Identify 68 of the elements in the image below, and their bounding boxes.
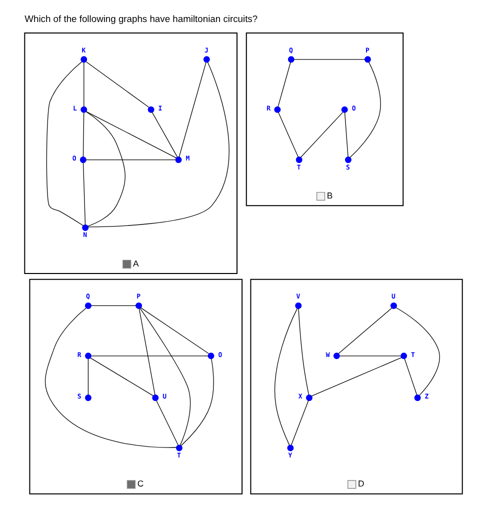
connector	[138, 308, 156, 396]
connector	[156, 400, 179, 446]
node-circle	[203, 56, 210, 63]
connector	[86, 111, 126, 226]
node-circle	[82, 224, 89, 231]
node-circle	[400, 352, 408, 360]
connector	[90, 358, 154, 396]
cluster	[29, 278, 243, 494]
node-label: D	[358, 478, 364, 489]
node-circle	[344, 156, 352, 164]
connector	[86, 159, 176, 160]
node-circle	[333, 352, 340, 360]
node-circle	[414, 394, 421, 402]
connector	[82, 162, 86, 225]
connector	[88, 358, 89, 396]
connector	[46, 61, 84, 226]
connector	[86, 61, 150, 108]
connector	[298, 308, 310, 395]
node-label: B	[326, 190, 333, 201]
cluster	[250, 278, 463, 494]
node-circle	[80, 56, 88, 63]
connector	[274, 308, 298, 446]
connector	[404, 358, 418, 396]
connector	[290, 400, 309, 446]
node-circle	[148, 106, 154, 113]
connector	[396, 307, 440, 396]
connector	[88, 62, 230, 228]
node-circle	[341, 106, 348, 113]
connector	[278, 112, 299, 158]
connector	[90, 305, 136, 306]
node-circle	[364, 56, 371, 63]
connector	[300, 112, 344, 158]
cluster	[24, 32, 238, 274]
node-circle	[80, 156, 86, 164]
node-circle	[84, 394, 92, 402]
node-circle	[176, 444, 182, 452]
node-label: C	[137, 478, 144, 489]
connector	[294, 59, 365, 60]
connector	[152, 112, 178, 158]
node-circle	[84, 352, 92, 360]
diagram-title: Which of the following graphs have hamiltonian circuits?	[24, 14, 258, 24]
connector	[140, 308, 191, 446]
connector	[350, 62, 381, 158]
connector	[312, 357, 402, 396]
node-circle	[136, 302, 142, 309]
connector	[140, 308, 210, 354]
node-circle	[306, 394, 312, 402]
node-circle	[390, 302, 397, 309]
cluster	[246, 32, 404, 206]
connector	[82, 112, 84, 158]
connector	[178, 62, 206, 158]
connector	[86, 111, 177, 158]
node-circle	[287, 444, 294, 452]
node-circle	[84, 302, 92, 309]
node-circle	[152, 394, 159, 402]
node-circle	[80, 106, 88, 113]
node-circle	[274, 106, 281, 113]
connector	[180, 358, 214, 446]
connector	[338, 308, 392, 354]
connector	[44, 308, 177, 448]
connector	[278, 62, 291, 107]
connector	[344, 112, 348, 158]
node-circle	[175, 156, 182, 164]
node-circle	[288, 56, 294, 63]
node-circle	[296, 156, 302, 164]
node-circle	[208, 352, 214, 360]
node-label: A	[133, 258, 139, 268]
node-circle	[295, 302, 302, 309]
